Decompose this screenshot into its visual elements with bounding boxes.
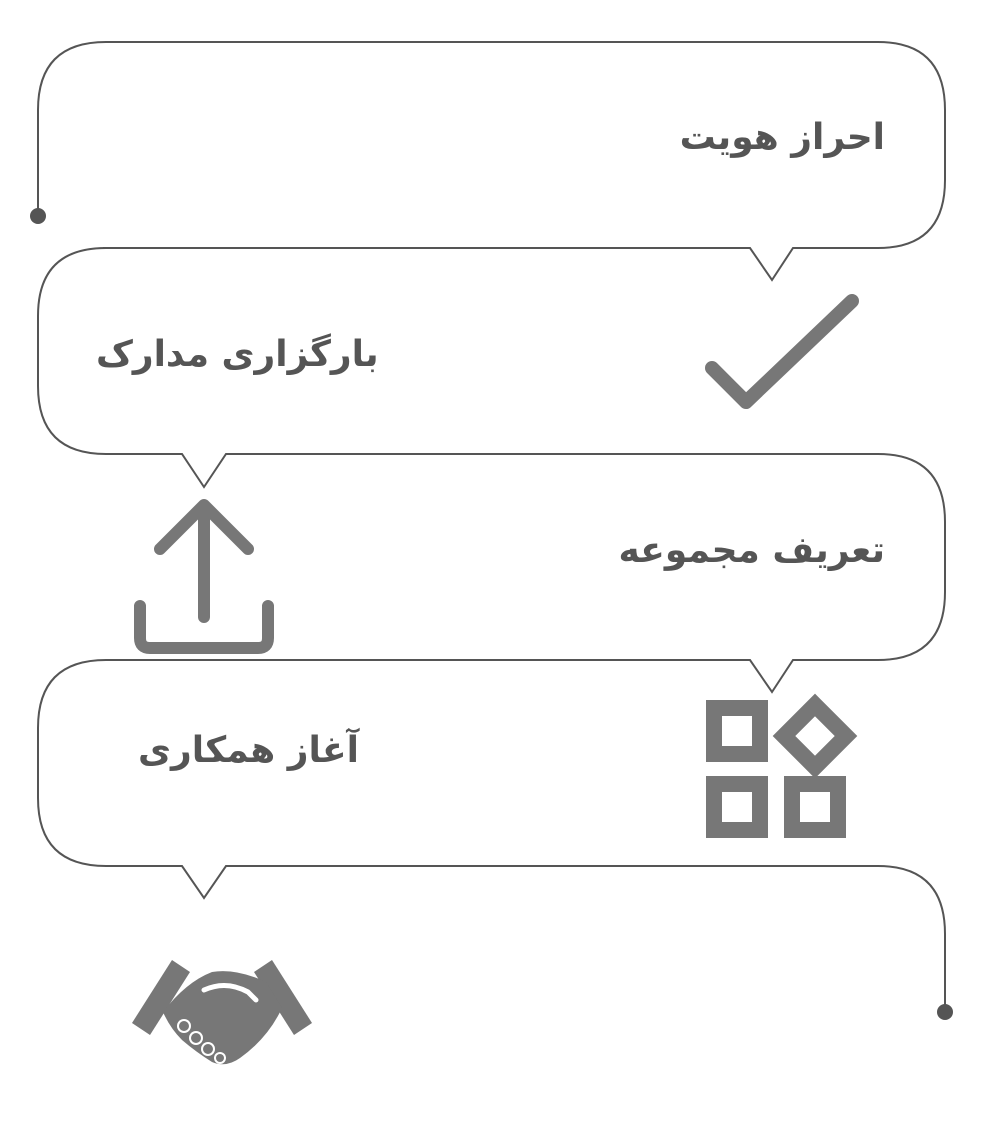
step-3-bubble — [106, 453, 946, 694]
check-icon — [705, 294, 859, 409]
step-4-bubble — [37, 659, 946, 1012]
end-dot — [937, 1004, 953, 1020]
handshake-icon — [132, 960, 312, 1065]
step-3-label: تعریف مجموعه — [618, 530, 885, 571]
step-1-bubble — [37, 41, 946, 282]
step-2-bubble — [37, 247, 878, 489]
upload-icon — [134, 499, 274, 654]
step-1-label: احراز هویت — [679, 117, 885, 158]
start-dot — [30, 208, 46, 224]
step-2-label: بارگزاری مدارک — [96, 334, 379, 375]
step-4-label: آغاز همکاری — [138, 730, 359, 771]
categories-icon — [706, 693, 858, 838]
